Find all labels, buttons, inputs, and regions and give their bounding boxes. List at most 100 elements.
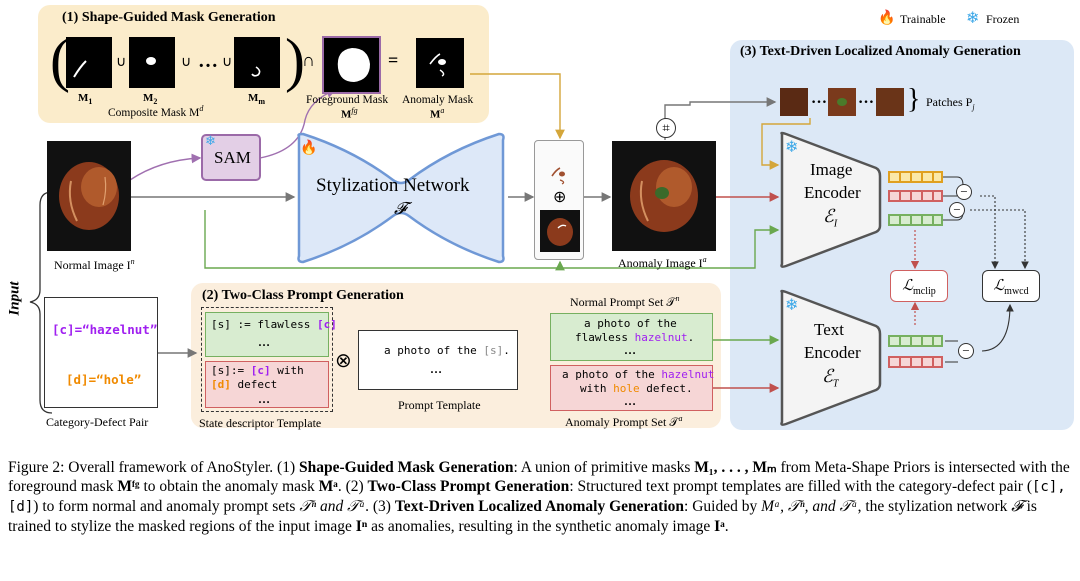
prompt-template-dots: … — [430, 362, 442, 376]
equals-symbol: = — [388, 50, 399, 70]
normal-set-box — [550, 313, 713, 361]
anomaly-mask-symbol: Ma — [430, 106, 445, 121]
stylization-symbol: 𝓕 — [394, 199, 407, 218]
patch-1 — [780, 88, 808, 116]
prompt-template-label: Prompt Template — [398, 398, 481, 412]
minus-circle-1: − — [956, 184, 972, 200]
sam-block — [201, 134, 261, 181]
text-encoder-symbol: ℰT — [822, 366, 839, 390]
section1-title: (1) Shape-Guided Mask Generation — [62, 10, 276, 25]
normal-set-line1: a photo of the — [584, 317, 677, 330]
normal-set-dots: … — [624, 343, 636, 357]
minus-circle-2: − — [949, 202, 965, 218]
prompt-template-box — [358, 330, 518, 390]
normal-image — [47, 141, 131, 251]
anomaly-set-line2: with hole defect. — [580, 382, 693, 395]
ellipsis-masks: … — [198, 50, 218, 72]
prompt-template-line: a photo of the [s]. — [384, 344, 510, 357]
section3-title: (3) Text-Driven Localized Anomaly Genera… — [740, 44, 1021, 59]
text-encoder-shape — [780, 289, 882, 426]
mask-m1-label: M1 — [78, 92, 93, 107]
legend-frozen: Frozen — [986, 12, 1020, 26]
normal-set-line2: flawless hazelnut. — [575, 331, 695, 344]
patches-label: Patches Pj — [926, 95, 975, 112]
input-label: Input — [6, 281, 23, 316]
anomaly-mask — [416, 38, 464, 88]
sam-label: SAM — [214, 148, 251, 167]
anomaly-image — [612, 141, 716, 251]
state-flawless-box — [205, 312, 329, 357]
image-encoder-line2: Encoder — [804, 183, 861, 202]
text-encoder-line2: Encoder — [804, 343, 861, 362]
normal-set-label: Normal Prompt Set 𝒯n — [570, 294, 680, 309]
mask-m2-label: M2 — [143, 92, 158, 107]
image-encoder-symbol: ℰI — [823, 206, 838, 230]
feature-vector-red — [888, 190, 943, 202]
state-flawless-line: [s] := flawless [c] — [211, 318, 337, 331]
patch-ellipsis-2: … — [858, 90, 874, 107]
composite-image-thumb — [540, 210, 580, 252]
mask-m2 — [129, 37, 175, 88]
state-template-label: State descriptor Template — [199, 416, 322, 430]
network-trainable-icon: 🔥 — [300, 141, 318, 156]
state-defect-dots: … — [258, 392, 270, 406]
category-defect-box — [44, 297, 158, 408]
text-encoder-frozen-icon: ❄ — [785, 297, 799, 314]
state-template-outer — [201, 307, 333, 412]
loss-mclip: ℒmclip — [890, 270, 948, 302]
mask-mm — [234, 37, 280, 88]
feature-vector-yellow — [888, 171, 943, 183]
normal-image-label: Normal Image In — [54, 257, 135, 272]
anomaly-set-dots: … — [624, 394, 636, 408]
oplus-symbol: ⊕ — [553, 189, 567, 206]
connector-lines — [29, 73, 1029, 414]
left-paren: ( — [50, 27, 70, 93]
image-encoder-line1: Image — [810, 160, 853, 179]
loss-mwcd: ℒmwcd — [982, 270, 1040, 302]
mask-m1 — [66, 37, 112, 88]
image-encoder-frozen-icon: ❄ — [785, 139, 799, 156]
snowflake-icon: ❄ — [966, 10, 980, 27]
otimes-symbol: ⊗ — [335, 350, 352, 372]
intersect-symbol: ∩ — [302, 50, 315, 70]
union-3: ∪ — [222, 55, 233, 70]
patch-3 — [876, 88, 904, 116]
figure-caption: Figure 2: Overall framework of AnoStyler… — [8, 459, 1070, 535]
foreground-mask-symbol: Mfg — [341, 106, 358, 121]
foreground-mask-label: Foreground Mask — [306, 94, 389, 106]
anomaly-mask-label: Anomaly Mask — [402, 94, 474, 106]
sam-frozen-icon: ❄ — [205, 133, 216, 148]
legend-trainable: Trainable — [900, 12, 946, 26]
minus-circle-3: − — [958, 343, 974, 359]
foreground-mask — [322, 36, 381, 94]
patch-ellipsis-1: … — [811, 90, 827, 107]
category-line: [c]=“hazelnut” — [52, 322, 158, 337]
patch-2 — [828, 88, 856, 116]
state-flawless-dots: … — [258, 335, 270, 349]
right-paren: ) — [285, 27, 305, 93]
crop-icon: ⌗ — [656, 118, 676, 138]
anomaly-set-box — [550, 365, 713, 411]
image-encoder-shape — [780, 131, 882, 268]
text-vector-red — [888, 356, 943, 368]
feature-vector-green — [888, 214, 943, 226]
category-defect-label: Category-Defect Pair — [46, 415, 149, 429]
anomaly-set-line1: a photo of the hazelnut — [562, 368, 715, 381]
state-defect-box — [205, 361, 329, 408]
stylization-network-shape — [297, 132, 505, 264]
stylization-title: Stylization Network — [316, 175, 470, 196]
text-encoder-line1: Text — [814, 320, 844, 339]
composite-mask-overlay — [538, 158, 580, 188]
state-defect-line1: [s]:= [c] with — [211, 364, 304, 377]
fire-icon: 🔥 — [878, 11, 896, 26]
section2-title: (2) Two-Class Prompt Generation — [202, 288, 404, 303]
text-vector-green — [888, 335, 943, 347]
state-defect-line2: [d] defect — [211, 378, 278, 391]
anomaly-image-label: Anomaly Image Ia — [618, 255, 707, 270]
union-2: ∪ — [181, 55, 192, 70]
mask-mm-label: Mm — [248, 92, 266, 107]
union-1: ∪ — [116, 55, 127, 70]
patches-brace: } — [907, 84, 921, 115]
anomaly-set-label: Anomaly Prompt Set 𝒯a — [565, 414, 683, 429]
defect-line: [d]=“hole” — [66, 372, 142, 387]
